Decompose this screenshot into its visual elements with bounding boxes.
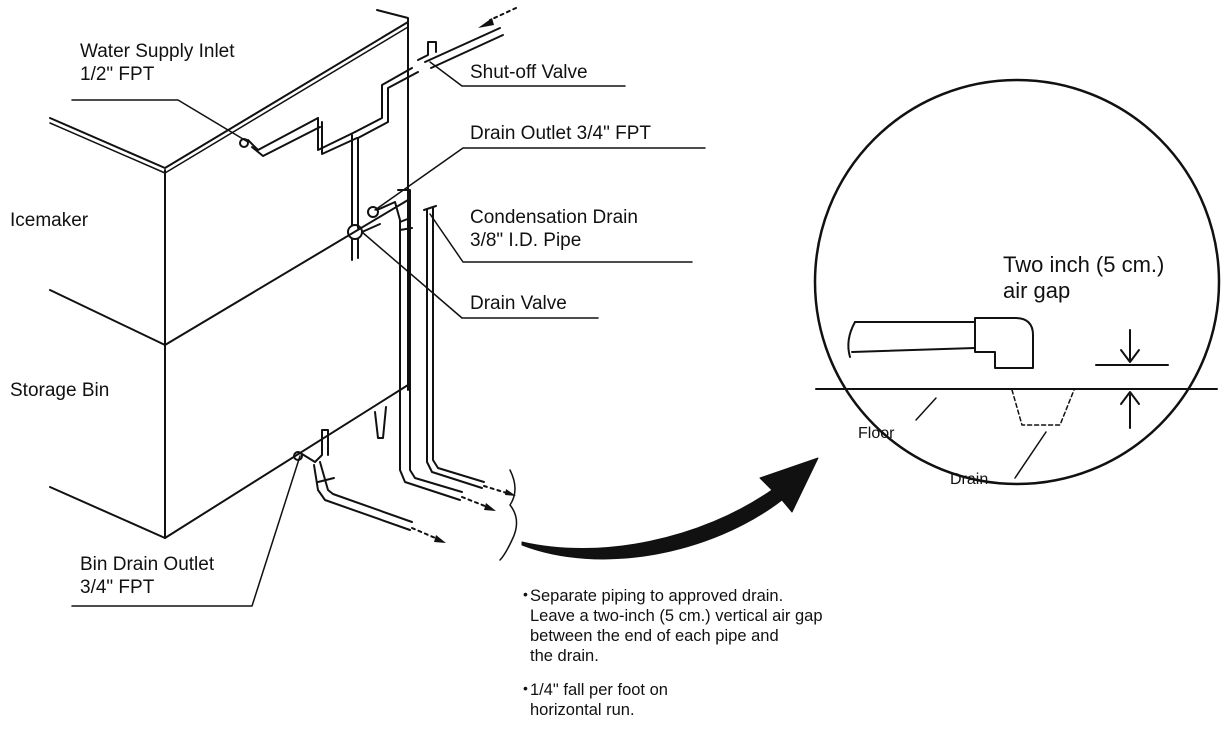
bin-drain-outlet-size: 3/4" FPT — [80, 577, 155, 598]
note-separate-piping: • Separate piping to approved drain. Lea… — [523, 586, 823, 666]
icemaker-cabinet — [49, 9, 409, 539]
water-supply-inlet-size: 1/2" FPT — [80, 64, 155, 85]
air-gap-title: Two inch (5 cm.) — [1003, 252, 1165, 277]
storage-bin-label: Storage Bin — [10, 380, 110, 401]
note-bullet: • — [523, 680, 528, 696]
leader-lines — [71, 61, 706, 607]
note-bullet: • — [523, 586, 528, 602]
water-supply-pipe — [239, 27, 504, 229]
condensation-drain-label: Condensation Drain 3/8" I.D. Pipe — [470, 206, 638, 252]
detail-arrow — [521, 457, 819, 560]
icemaker-label: Icemaker — [10, 210, 89, 231]
air-gap-label: Two inch (5 cm.) air gap — [1003, 252, 1164, 304]
flow-arrows — [411, 485, 511, 541]
flow-arrow-heads — [434, 489, 516, 543]
pipe-brace — [499, 469, 518, 561]
water-supply-inlet-label: Water Supply Inlet 1/2" FPT — [80, 40, 235, 86]
note-line: 1/4" fall per foot on — [530, 681, 668, 699]
note-fall-per-foot: • 1/4" fall per foot on horizontal run. — [523, 680, 668, 720]
detail-circle — [813, 78, 1221, 486]
bin-drain-outlet-label: Bin Drain Outlet 3/4" FPT — [80, 553, 214, 599]
note-line: the drain. — [530, 647, 599, 665]
supply-arrow — [478, 7, 517, 28]
bin-drain-outlet-title: Bin Drain Outlet — [80, 554, 215, 575]
condensation-drain-title: Condensation Drain — [470, 207, 638, 228]
bin-drain-pipe — [293, 429, 413, 531]
air-gap-subtitle: air gap — [1003, 278, 1071, 303]
note-line: Leave a two-inch (5 cm.) vertical air ga… — [530, 607, 823, 625]
drain-valve-label: Drain Valve — [470, 293, 567, 314]
floor-label: Floor — [858, 425, 895, 442]
condensation-drain-pipe — [423, 205, 485, 489]
shutoff-valve-label: Shut-off Valve — [470, 62, 588, 83]
drain-outlet-pipe — [367, 189, 463, 501]
note-line: between the end of each pipe and — [530, 627, 779, 645]
drain-valve-body — [347, 223, 381, 261]
drain-outlet-label: Drain Outlet 3/4" FPT — [470, 123, 651, 144]
drain-label: Drain — [950, 471, 989, 488]
condensation-drain-size: 3/8" I.D. Pipe — [470, 230, 582, 251]
note-line: Separate piping to approved drain. — [530, 587, 784, 605]
water-supply-inlet-title: Water Supply Inlet — [80, 41, 235, 62]
note-line: horizontal run. — [530, 701, 635, 719]
